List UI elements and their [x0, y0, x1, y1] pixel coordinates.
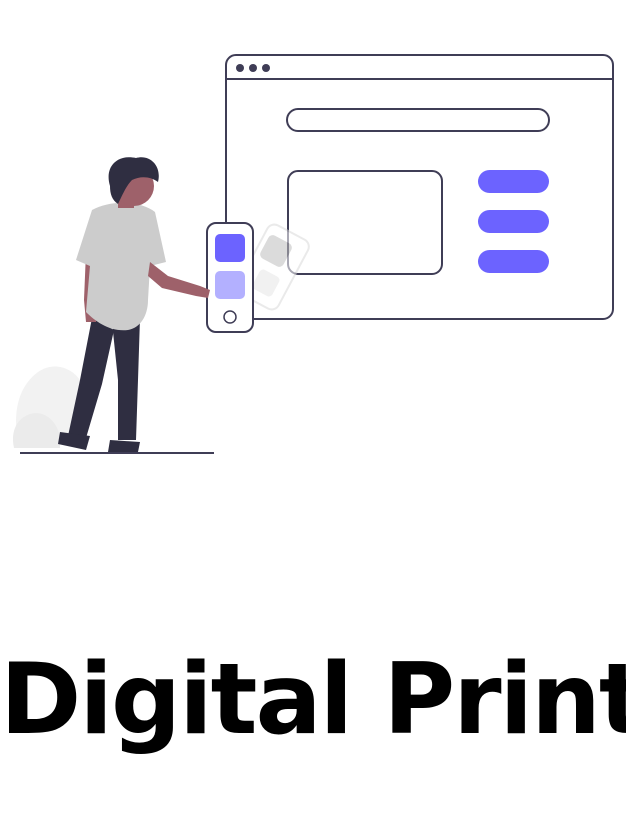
mobile-phone-icon	[206, 222, 254, 333]
plant-icon	[12, 366, 86, 448]
content-panel	[287, 170, 443, 275]
menu-bar-3	[478, 250, 549, 273]
window-dot-icon	[249, 64, 257, 72]
page-title: Digital Print	[0, 643, 626, 757]
address-bar	[286, 108, 550, 132]
window-dot-icon	[262, 64, 270, 72]
menu-bar-1	[478, 170, 549, 193]
person-icon	[58, 157, 210, 452]
browser-window-icon	[225, 54, 614, 320]
menu-bar-2	[478, 210, 549, 233]
window-dot-icon	[236, 64, 244, 72]
hero-illustration	[12, 54, 614, 454]
